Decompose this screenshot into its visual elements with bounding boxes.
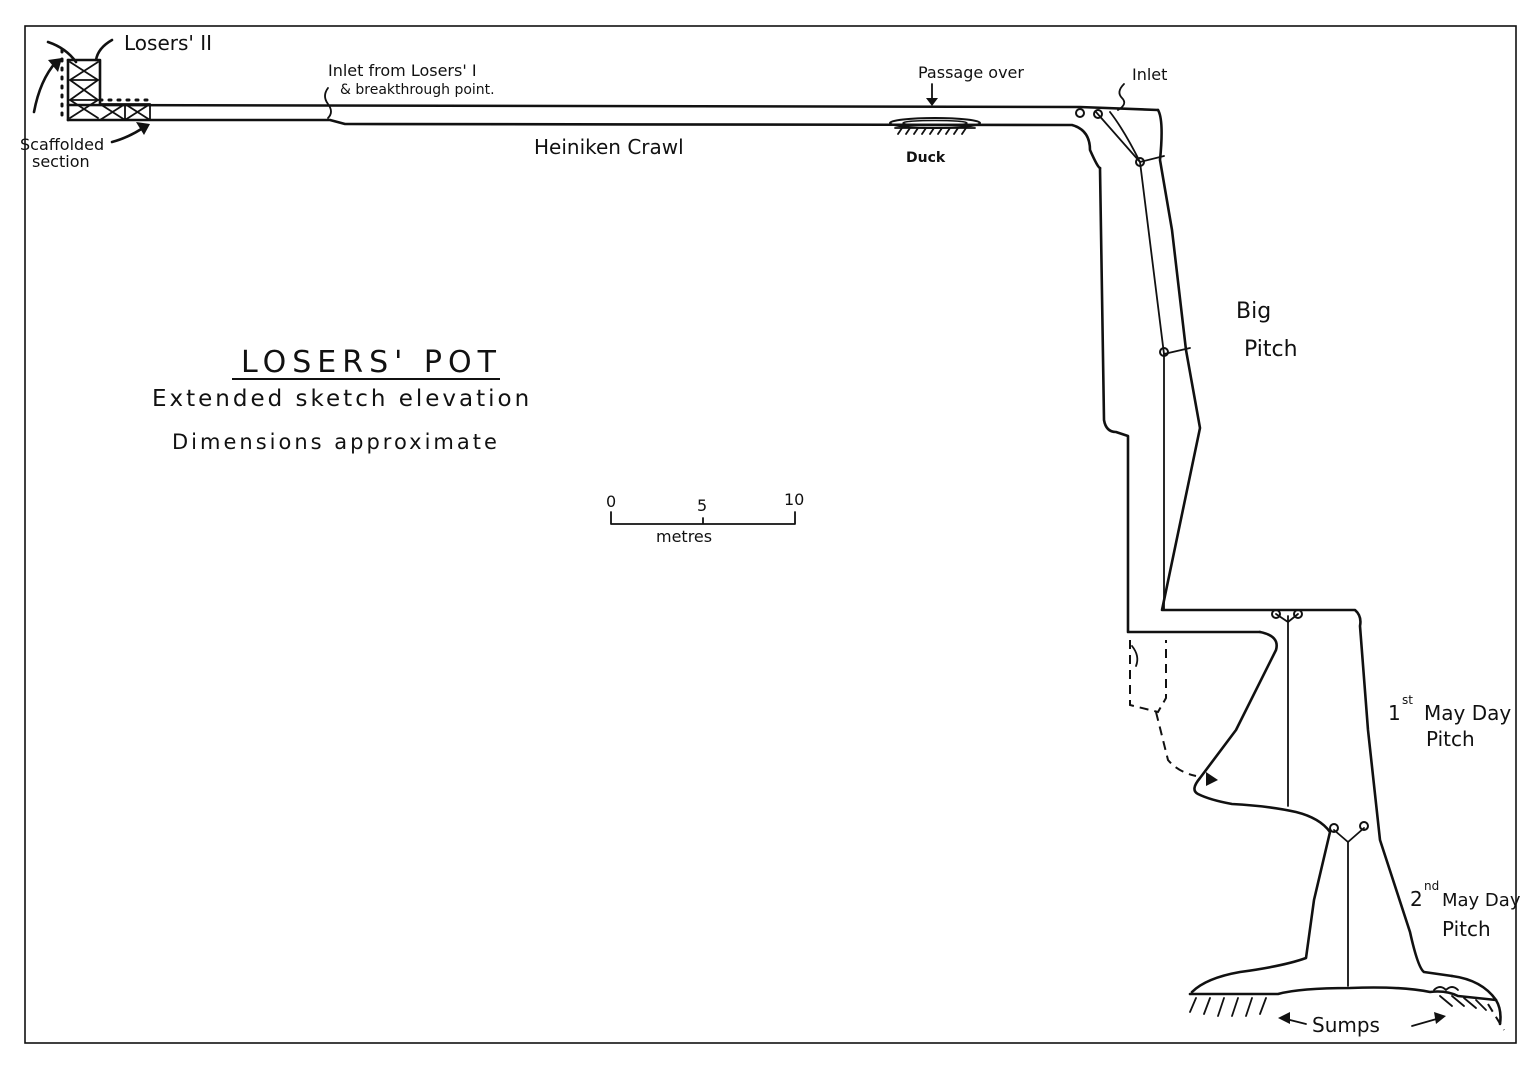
second-mayday-pitch [1329,821,1369,987]
scale-tick-0: 0 [606,492,616,511]
label-2nd-sup: nd [1424,879,1439,893]
scale-unit: metres [656,527,712,546]
passage-over-arrow [926,83,938,106]
scale-tick-10: 10 [784,490,804,509]
label-2nd-pitch: Pitch [1442,917,1491,941]
label-passage-over: Passage over [918,63,1024,82]
label-losers-ii: Losers' II [124,31,212,55]
label-big-pitch-2: Pitch [1244,337,1298,362]
scale-tick-5: 5 [697,496,707,515]
label-section: section [32,152,90,171]
losers-ii-arrows [32,38,150,144]
label-breakthrough: & breakthrough point. [340,82,495,98]
label-heiniken-crawl: Heiniken Crawl [534,135,684,159]
first-mayday-pitch [1129,609,1332,994]
label-inlet: Inlet [1132,65,1167,84]
inlet-marker [1117,83,1126,111]
sumps [1188,974,1505,1031]
label-inlet-losers-i: Inlet from Losers' I [328,61,477,80]
label-2nd-num: 2 [1410,887,1423,911]
label-duck: Duck [906,150,946,166]
scaffolded-section [60,48,152,122]
label-sumps: Sumps [1312,1013,1380,1037]
scale-bar: 0 5 10 metres [606,490,804,546]
label-1st-num: 1 [1388,701,1401,725]
inlet-losers-i-marker [324,87,332,119]
sheet-border [24,25,1517,1044]
label-big-pitch-1: Big [1236,299,1271,324]
big-pitch-shaft [1075,108,1454,978]
label-2nd-mayday: May Day [1442,890,1521,911]
title: LOSERS' POT [241,345,502,380]
label-1st-sup: st [1402,693,1413,707]
duck-feature [889,117,981,135]
heiniken-crawl-passage [66,103,1160,170]
label-scaffolded: Scaffolded [20,135,104,154]
label-1st-mayday: May Day [1424,701,1511,725]
label-1st-pitch: Pitch [1426,727,1475,751]
dimensions-note: Dimensions approximate [172,430,500,454]
subtitle: Extended sketch elevation [152,386,532,412]
